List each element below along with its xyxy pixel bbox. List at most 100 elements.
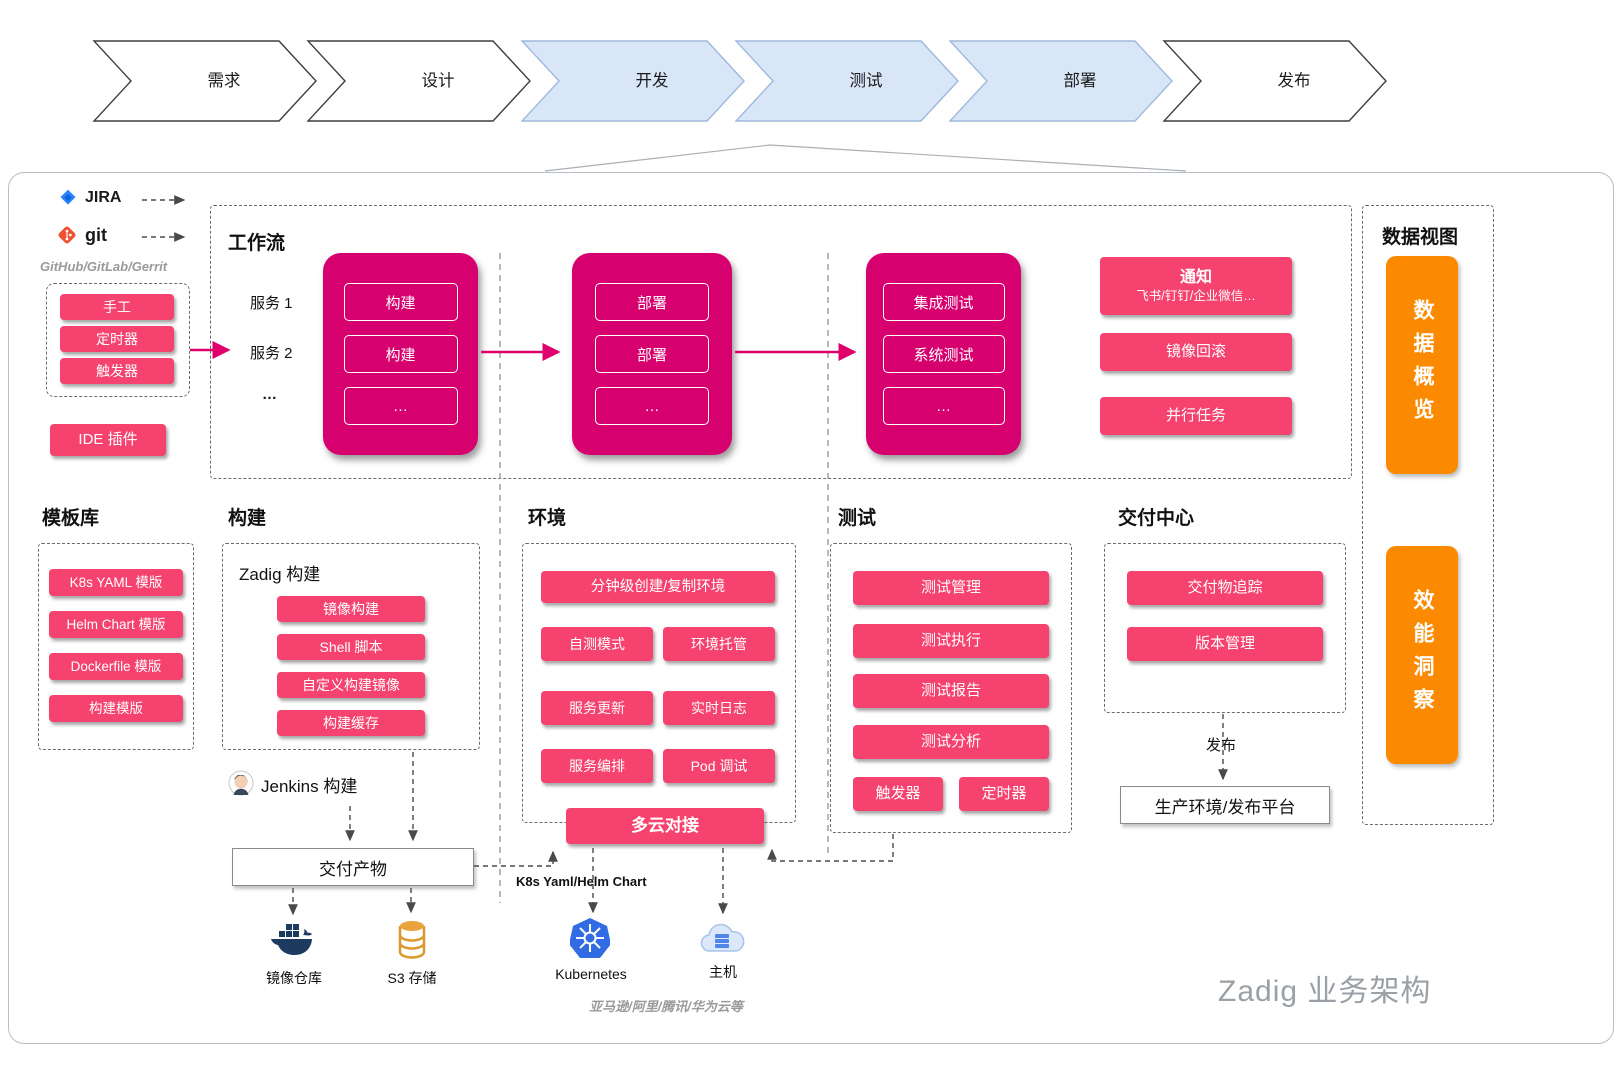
template-item: 构建模版 [49,695,183,722]
workflow-group-deploy: 部署 部署 … [572,253,732,455]
delivery-panel: 交付物追踪 版本管理 [1104,543,1346,713]
build-capability: 构建缓存 [277,710,425,736]
workflow-step: 构建 [343,283,458,321]
notify-channels: 飞书/钉钉/企业微信… [1136,289,1256,303]
service-row-label: 服务 2 [250,345,293,362]
ide-plugin-button: IDE 插件 [50,424,166,456]
environment-capability: 环境托管 [663,627,775,661]
environment-headline: 分钟级创建/复制环境 [541,571,775,603]
efficiency-insight-label: 效能洞察 [1411,589,1434,721]
pipeline-stage-label: 部署 [1064,71,1097,90]
workflow-step: 系统测试 [882,335,1005,373]
kubernetes-helm-icon [570,918,610,958]
release-arrow-label: 发布 [1206,737,1237,754]
cloud-host-icon [700,923,745,952]
jenkins-avatar-icon [228,770,254,796]
jenkins-label: Jenkins 构建 [261,776,358,796]
zadig-build-label: Zadig 构建 [239,565,321,584]
workflow-step: … [343,387,458,425]
data-view-panel [1362,205,1494,825]
build-capability: 镜像构建 [277,596,425,622]
environment-capability: 服务更新 [541,691,653,725]
image-rollback-button: 镜像回滚 [1100,333,1292,371]
template-library-panel: K8s YAML 模版 Helm Chart 模版 Dockerfile 模版 … [38,543,194,750]
timer-trigger-button: 定时器 [60,326,174,352]
build-capability: Shell 脚本 [277,634,425,660]
host-label: 主机 [709,964,737,980]
workflow-step: … [882,387,1005,425]
pipeline-stage-test: 测试 [734,40,959,122]
jenkins-row: Jenkins 构建 [228,770,357,798]
template-item: Dockerfile 模版 [49,653,183,680]
template-library-title: 模板库 [42,508,100,529]
jira-icon [60,189,76,205]
testing-capability: 测试执行 [853,624,1049,658]
build-capability: 自定义构建镜像 [277,672,425,698]
release-pipeline: 需求 设计 开发 测试 部署 发布 [92,40,1387,122]
template-item: Helm Chart 模版 [49,611,183,638]
delivery-capability: 版本管理 [1127,627,1323,661]
service-row-label: 服务 1 [250,295,293,312]
environment-capability: 自测模式 [541,627,653,661]
jira-label: JIRA [85,189,122,206]
notify-title: 通知 [1179,268,1212,286]
environment-capability: 实时日志 [663,691,775,725]
scm-note: GitHub/GitLab/Gerrit [40,259,168,274]
notify-button: 通知 飞书/钉钉/企业微信… [1100,257,1292,315]
workflow-panel [210,205,1352,479]
pipeline-stage-design: 设计 [306,40,531,122]
manual-trigger-button: 手工 [60,294,174,320]
manifest-note: K8s Yaml/Helm Chart [516,874,647,889]
registry-label: 镜像仓库 [266,970,322,986]
pipeline-stage-deploy: 部署 [948,40,1173,122]
data-overview-panel: 数据概览 [1386,256,1458,474]
workflow-title: 工作流 [228,233,286,254]
multicloud-button: 多云对接 [566,808,764,844]
pipeline-stage-develop: 开发 [520,40,745,122]
git-label: git [85,224,107,245]
pipeline-stage-release: 发布 [1162,40,1387,122]
data-overview-label: 数据概览 [1411,299,1434,431]
pipeline-stage-label: 设计 [422,71,455,90]
build-title: 构建 [228,508,267,529]
workflow-step: … [595,387,709,425]
testing-panel: 测试管理 测试执行 测试报告 测试分析 触发器 定时器 [830,543,1072,833]
database-cylinder-icon [398,921,426,959]
environment-capability: 服务编排 [541,749,653,783]
testing-capability: 测试管理 [853,571,1049,605]
workflow-group-build: 构建 构建 … [323,253,478,455]
pipeline-stage-label: 开发 [636,71,669,90]
workflow-step: 部署 [595,283,709,321]
git-icon [58,226,76,244]
environment-title: 环境 [528,508,567,529]
jira-row: JIRA [58,188,121,208]
kubernetes-label: Kubernetes [555,966,627,982]
parallel-tasks-button: 并行任务 [1100,397,1292,435]
s3-label: S3 存储 [387,970,437,986]
footer-caption: Zadig 业务架构 [1218,975,1432,1008]
pipeline-stage-requirements: 需求 [92,40,317,122]
workflow-group-test: 集成测试 系统测试 … [866,253,1021,455]
git-row: git [56,224,107,246]
environment-capability: Pod 调试 [663,749,775,783]
testing-timer-button: 定时器 [959,777,1049,811]
workflow-step: 集成测试 [882,283,1005,321]
template-item: K8s YAML 模版 [49,569,183,596]
zadig-build-panel: Zadig 构建 镜像构建 Shell 脚本 自定义构建镜像 构建缓存 [222,543,480,750]
testing-trigger-button: 触发器 [853,777,943,811]
testing-title: 测试 [838,508,877,529]
testing-capability: 测试报告 [853,674,1049,708]
service-row-label: … [262,386,277,403]
data-view-title: 数据视图 [1382,227,1459,248]
architecture-frame [8,172,1614,1044]
delivery-capability: 交付物追踪 [1127,571,1323,605]
cloud-vendors-note: 亚马逊/阿里/腾讯/华为云等 [589,999,743,1014]
artifact-box: 交付产物 [232,848,474,886]
efficiency-insight-panel: 效能洞察 [1386,546,1458,764]
pipeline-stage-label: 需求 [208,71,241,90]
production-box: 生产环境/发布平台 [1120,786,1330,824]
workflow-step: 部署 [595,335,709,373]
pipeline-bracket-line [544,144,1187,172]
workflow-step: 构建 [343,335,458,373]
